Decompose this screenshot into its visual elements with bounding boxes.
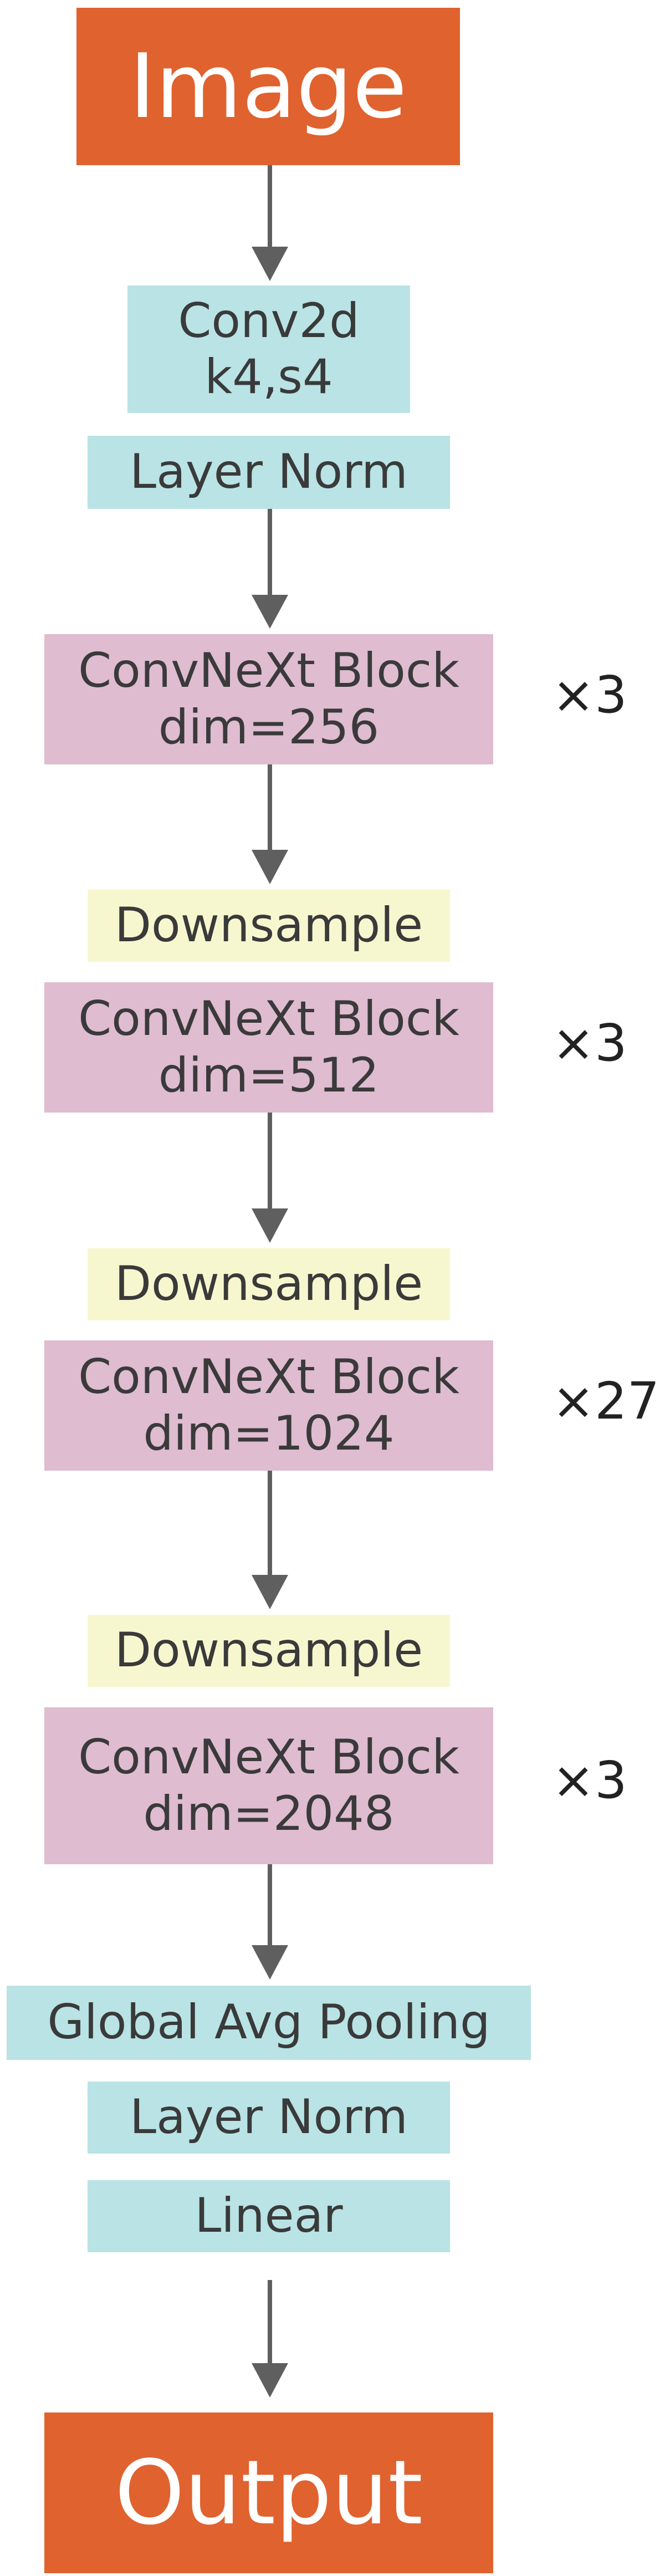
pooling-label: Global Avg Pooling <box>47 1995 490 2050</box>
conv2d-params: k4,s4 <box>204 349 333 405</box>
head-layer-norm-label: Layer Norm <box>130 2089 408 2145</box>
convnext-block-stage4: ConvNeXt Block dim=2048 <box>44 1707 493 1864</box>
arrow-block1-to-downsample1 <box>252 764 288 884</box>
repeat-count-stage3: ×27 <box>552 1371 660 1431</box>
block-dim: dim=2048 <box>143 1786 395 1842</box>
convnext-block-stage2: ConvNeXt Block dim=512 <box>44 982 493 1113</box>
repeat-count-stage2: ×3 <box>552 1013 627 1073</box>
global-avg-pooling-node: Global Avg Pooling <box>7 1986 531 2060</box>
convnext-block-stage1: ConvNeXt Block dim=256 <box>44 634 493 764</box>
arrow-block4-to-pooling <box>252 1864 288 1980</box>
conv2d-label: Conv2d <box>178 293 360 349</box>
arrow-linear-to-output <box>252 2280 288 2398</box>
linear-label: Linear <box>195 2188 343 2244</box>
linear-node: Linear <box>88 2180 450 2252</box>
stem-layer-norm-node: Layer Norm <box>88 436 450 509</box>
repeat-count-stage4: ×3 <box>552 1751 627 1810</box>
downsample-label: Downsample <box>114 897 423 953</box>
arrow-block3-to-downsample3 <box>252 1471 288 1609</box>
repeat-count-stage1: ×3 <box>552 665 627 725</box>
block-dim: dim=1024 <box>143 1405 395 1461</box>
block-label: ConvNeXt Block <box>78 643 459 699</box>
input-node: Image <box>76 8 460 165</box>
stem-layer-norm-label: Layer Norm <box>130 444 408 500</box>
output-label: Output <box>115 2441 423 2544</box>
block-label: ConvNeXt Block <box>78 1349 459 1405</box>
downsample-label: Downsample <box>114 1623 423 1679</box>
output-node: Output <box>44 2412 493 2573</box>
downsample-node-2: Downsample <box>88 1248 450 1320</box>
downsample-node-1: Downsample <box>88 890 450 962</box>
arrow-norm-to-block1 <box>252 509 288 629</box>
arrow-block2-to-downsample2 <box>252 1113 288 1243</box>
head-layer-norm-node: Layer Norm <box>88 2082 450 2154</box>
conv2d-node: Conv2d k4,s4 <box>127 285 410 413</box>
block-dim: dim=256 <box>158 699 380 755</box>
downsample-node-3: Downsample <box>88 1615 450 1687</box>
block-label: ConvNeXt Block <box>78 991 459 1047</box>
downsample-label: Downsample <box>114 1256 423 1312</box>
block-dim: dim=512 <box>158 1047 380 1103</box>
arrow-image-to-conv <box>252 165 288 281</box>
block-label: ConvNeXt Block <box>78 1730 459 1786</box>
convnext-block-stage3: ConvNeXt Block dim=1024 <box>44 1340 493 1471</box>
input-label: Image <box>129 34 407 138</box>
